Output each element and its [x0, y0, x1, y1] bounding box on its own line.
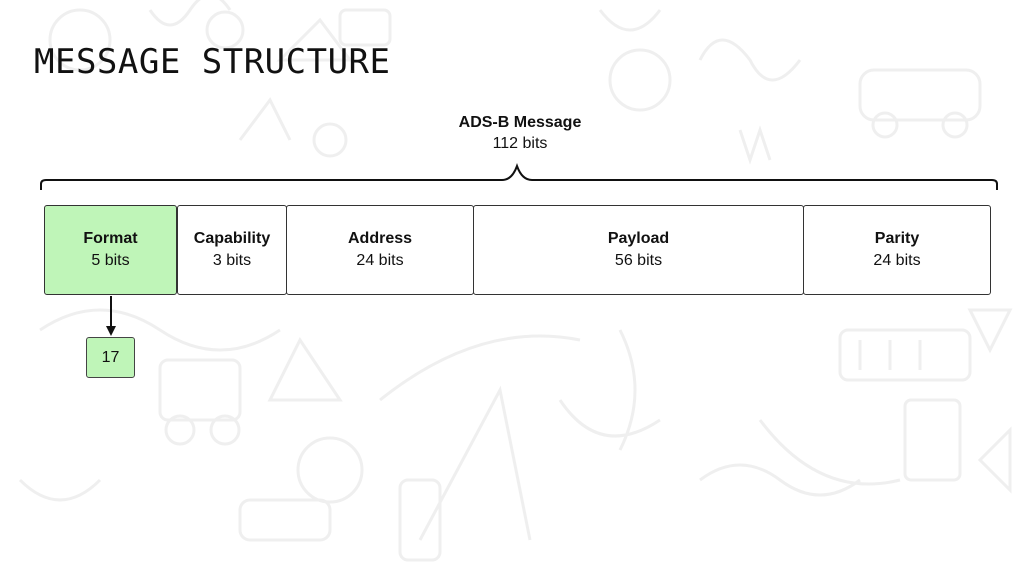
- field-capability: Capability 3 bits: [177, 205, 287, 295]
- message-name: ADS-B Message: [458, 114, 582, 131]
- field-address: Address 24 bits: [286, 205, 474, 295]
- slide-title: MESSAGE STRUCTURE: [34, 42, 391, 82]
- field-parity: Parity 24 bits: [803, 205, 991, 295]
- message-size: 112 bits: [492, 135, 548, 152]
- field-format: Format 5 bits: [44, 205, 177, 295]
- field-address-name: Address: [347, 230, 413, 247]
- field-format-name: Format: [83, 230, 138, 247]
- format-value-box: 17: [86, 337, 135, 378]
- field-parity-size: 24 bits: [873, 252, 921, 269]
- field-parity-name: Parity: [874, 230, 920, 247]
- field-format-size: 5 bits: [91, 252, 130, 269]
- field-capability-size: 3 bits: [212, 252, 252, 269]
- field-capability-name: Capability: [193, 230, 271, 247]
- field-payload-name: Payload: [607, 230, 670, 247]
- message-label: ADS-B Message 112 bits: [420, 112, 620, 154]
- field-payload: Payload 56 bits: [473, 205, 804, 295]
- field-address-size: 24 bits: [356, 252, 404, 269]
- field-payload-size: 56 bits: [614, 252, 663, 269]
